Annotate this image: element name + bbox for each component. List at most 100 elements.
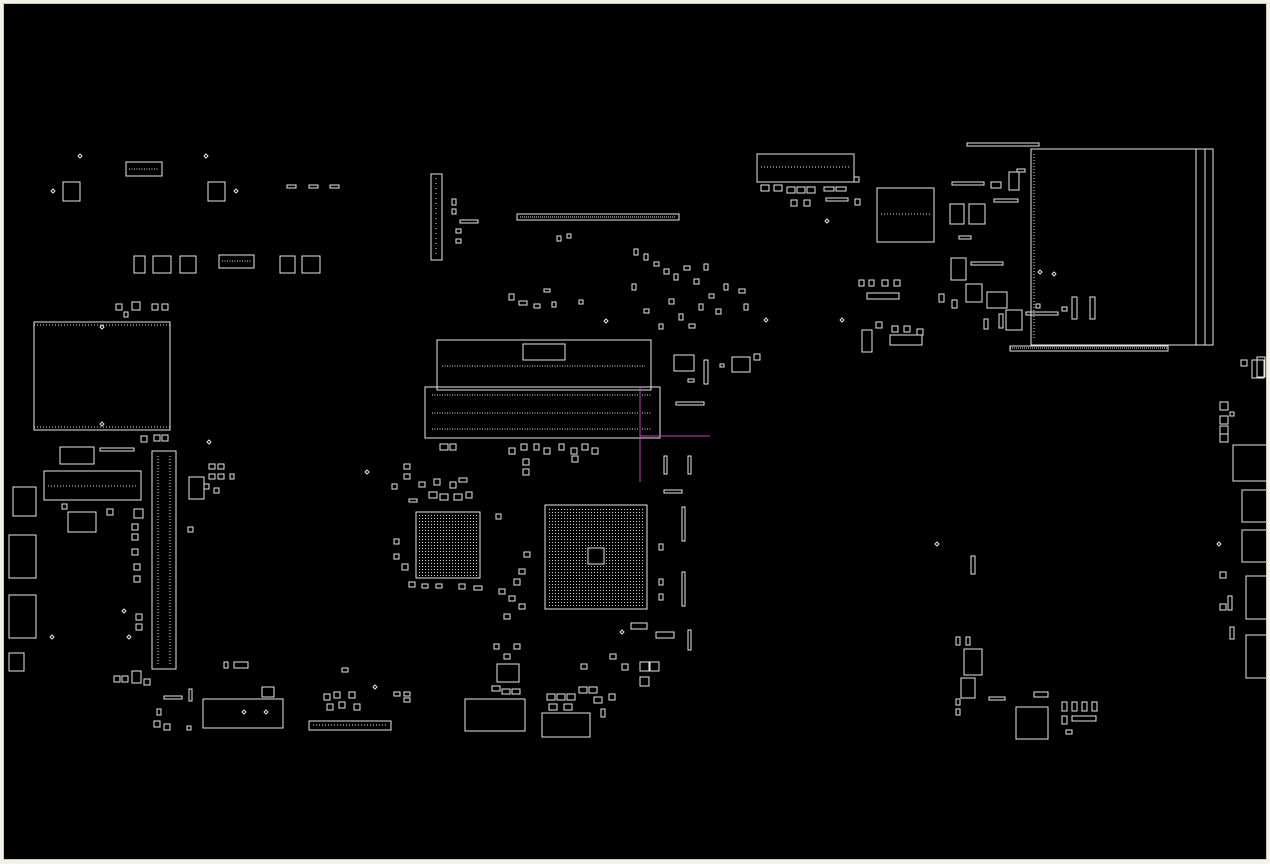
component-pad[interactable] (703, 359, 709, 385)
component-pad[interactable] (1061, 701, 1068, 712)
component-pad[interactable] (393, 538, 400, 545)
component-pad[interactable] (123, 311, 129, 318)
component-pad[interactable] (687, 455, 692, 475)
upper-left-parts[interactable] (62, 161, 340, 274)
component-pad[interactable] (501, 688, 511, 695)
component-pad[interactable] (591, 447, 599, 455)
component-pad[interactable] (401, 563, 409, 571)
component-pad[interactable] (513, 643, 521, 650)
pch-bga[interactable] (415, 511, 481, 579)
component-pad[interactable] (533, 303, 541, 309)
component-pad[interactable] (121, 675, 129, 683)
bottom-connectors[interactable] (202, 698, 1049, 740)
component-pad[interactable] (153, 434, 161, 442)
component-pad[interactable] (609, 653, 617, 660)
component-pad[interactable] (217, 473, 225, 480)
component-pad[interactable] (156, 708, 162, 716)
component-pad[interactable] (493, 643, 500, 650)
component-pad[interactable] (1219, 401, 1229, 411)
component-pad[interactable] (428, 491, 438, 499)
component-pad[interactable] (658, 323, 664, 330)
right-daughter-area[interactable] (966, 142, 1214, 352)
component-pad[interactable] (133, 575, 141, 583)
component-pad[interactable] (1256, 356, 1266, 378)
component-pad[interactable] (518, 568, 526, 575)
component-pad[interactable] (649, 661, 660, 672)
component-pad[interactable] (658, 593, 664, 601)
component-pad[interactable] (719, 363, 725, 368)
component-pad[interactable] (513, 578, 521, 586)
component-pad[interactable] (1227, 595, 1233, 611)
component-pad[interactable] (556, 235, 562, 242)
component-pad[interactable] (786, 186, 796, 194)
component-pad[interactable] (135, 623, 143, 631)
left-connector-strip[interactable] (43, 446, 142, 501)
component-pad[interactable] (854, 198, 861, 206)
right-edge-ports[interactable] (1232, 359, 1267, 679)
dimm-slot-lower[interactable] (424, 386, 661, 439)
component-pad[interactable] (403, 697, 411, 703)
boardview-viewport[interactable] (3, 3, 1267, 860)
component-pad[interactable] (556, 693, 566, 701)
component-pad[interactable] (213, 487, 220, 494)
component-pad[interactable] (663, 455, 668, 475)
component-pad[interactable] (955, 708, 961, 716)
component-pad[interactable] (663, 489, 683, 494)
component-pad[interactable] (723, 283, 729, 291)
component-pad[interactable] (1229, 411, 1235, 417)
horizontal-header[interactable] (516, 213, 680, 221)
component-pad[interactable] (968, 203, 986, 225)
component-pad[interactable] (963, 648, 983, 676)
component-pad[interactable] (533, 443, 540, 451)
component-pad[interactable] (522, 458, 530, 466)
component-pad[interactable] (233, 661, 249, 669)
component-pad[interactable] (965, 636, 971, 646)
component-pad[interactable] (451, 208, 457, 215)
component-pad[interactable] (571, 455, 579, 463)
component-pad[interactable] (853, 176, 860, 183)
component-pad[interactable] (131, 301, 141, 311)
passive-components[interactable] (49, 153, 1266, 735)
component-pad[interactable] (1091, 701, 1098, 712)
component-pad[interactable] (451, 198, 457, 206)
component-pad[interactable] (508, 447, 516, 455)
component-pad[interactable] (653, 261, 660, 267)
component-pad[interactable] (958, 235, 972, 240)
component-pad[interactable] (630, 622, 648, 630)
component-pad[interactable] (633, 248, 639, 256)
component-pad[interactable] (449, 481, 457, 489)
component-pad[interactable] (703, 263, 709, 271)
component-pad[interactable] (708, 293, 715, 299)
component-pad[interactable] (1219, 425, 1229, 435)
component-pad[interactable] (698, 303, 704, 311)
component-pad[interactable] (393, 691, 401, 697)
component-pad[interactable] (551, 301, 557, 308)
component-pad[interactable] (731, 356, 751, 373)
component-pad[interactable] (491, 685, 501, 692)
component-pad[interactable] (673, 354, 695, 372)
component-pad[interactable] (643, 253, 649, 261)
component-pad[interactable] (403, 691, 411, 697)
component-pad[interactable] (693, 278, 700, 285)
component-pad[interactable] (631, 283, 637, 291)
component-pad[interactable] (639, 661, 650, 672)
component-pad[interactable] (687, 378, 695, 383)
component-pad[interactable] (546, 693, 556, 701)
component-pad[interactable] (326, 703, 334, 711)
component-pad[interactable] (643, 308, 650, 314)
component-pad[interactable] (408, 581, 416, 588)
component-pad[interactable] (861, 329, 873, 353)
dimm-slot-upper[interactable] (436, 339, 652, 391)
component-pad[interactable] (508, 293, 515, 301)
component-pad[interactable] (455, 228, 462, 234)
component-pad[interactable] (187, 526, 194, 533)
component-pad[interactable] (639, 676, 650, 687)
component-pad[interactable] (563, 703, 573, 711)
component-pad[interactable] (1219, 603, 1227, 611)
component-pad[interactable] (570, 447, 578, 455)
component-pad[interactable] (208, 463, 216, 470)
component-pad[interactable] (433, 478, 441, 486)
component-pad[interactable] (153, 720, 161, 728)
component-pad[interactable] (1240, 359, 1248, 367)
component-pad[interactable] (1061, 306, 1068, 312)
